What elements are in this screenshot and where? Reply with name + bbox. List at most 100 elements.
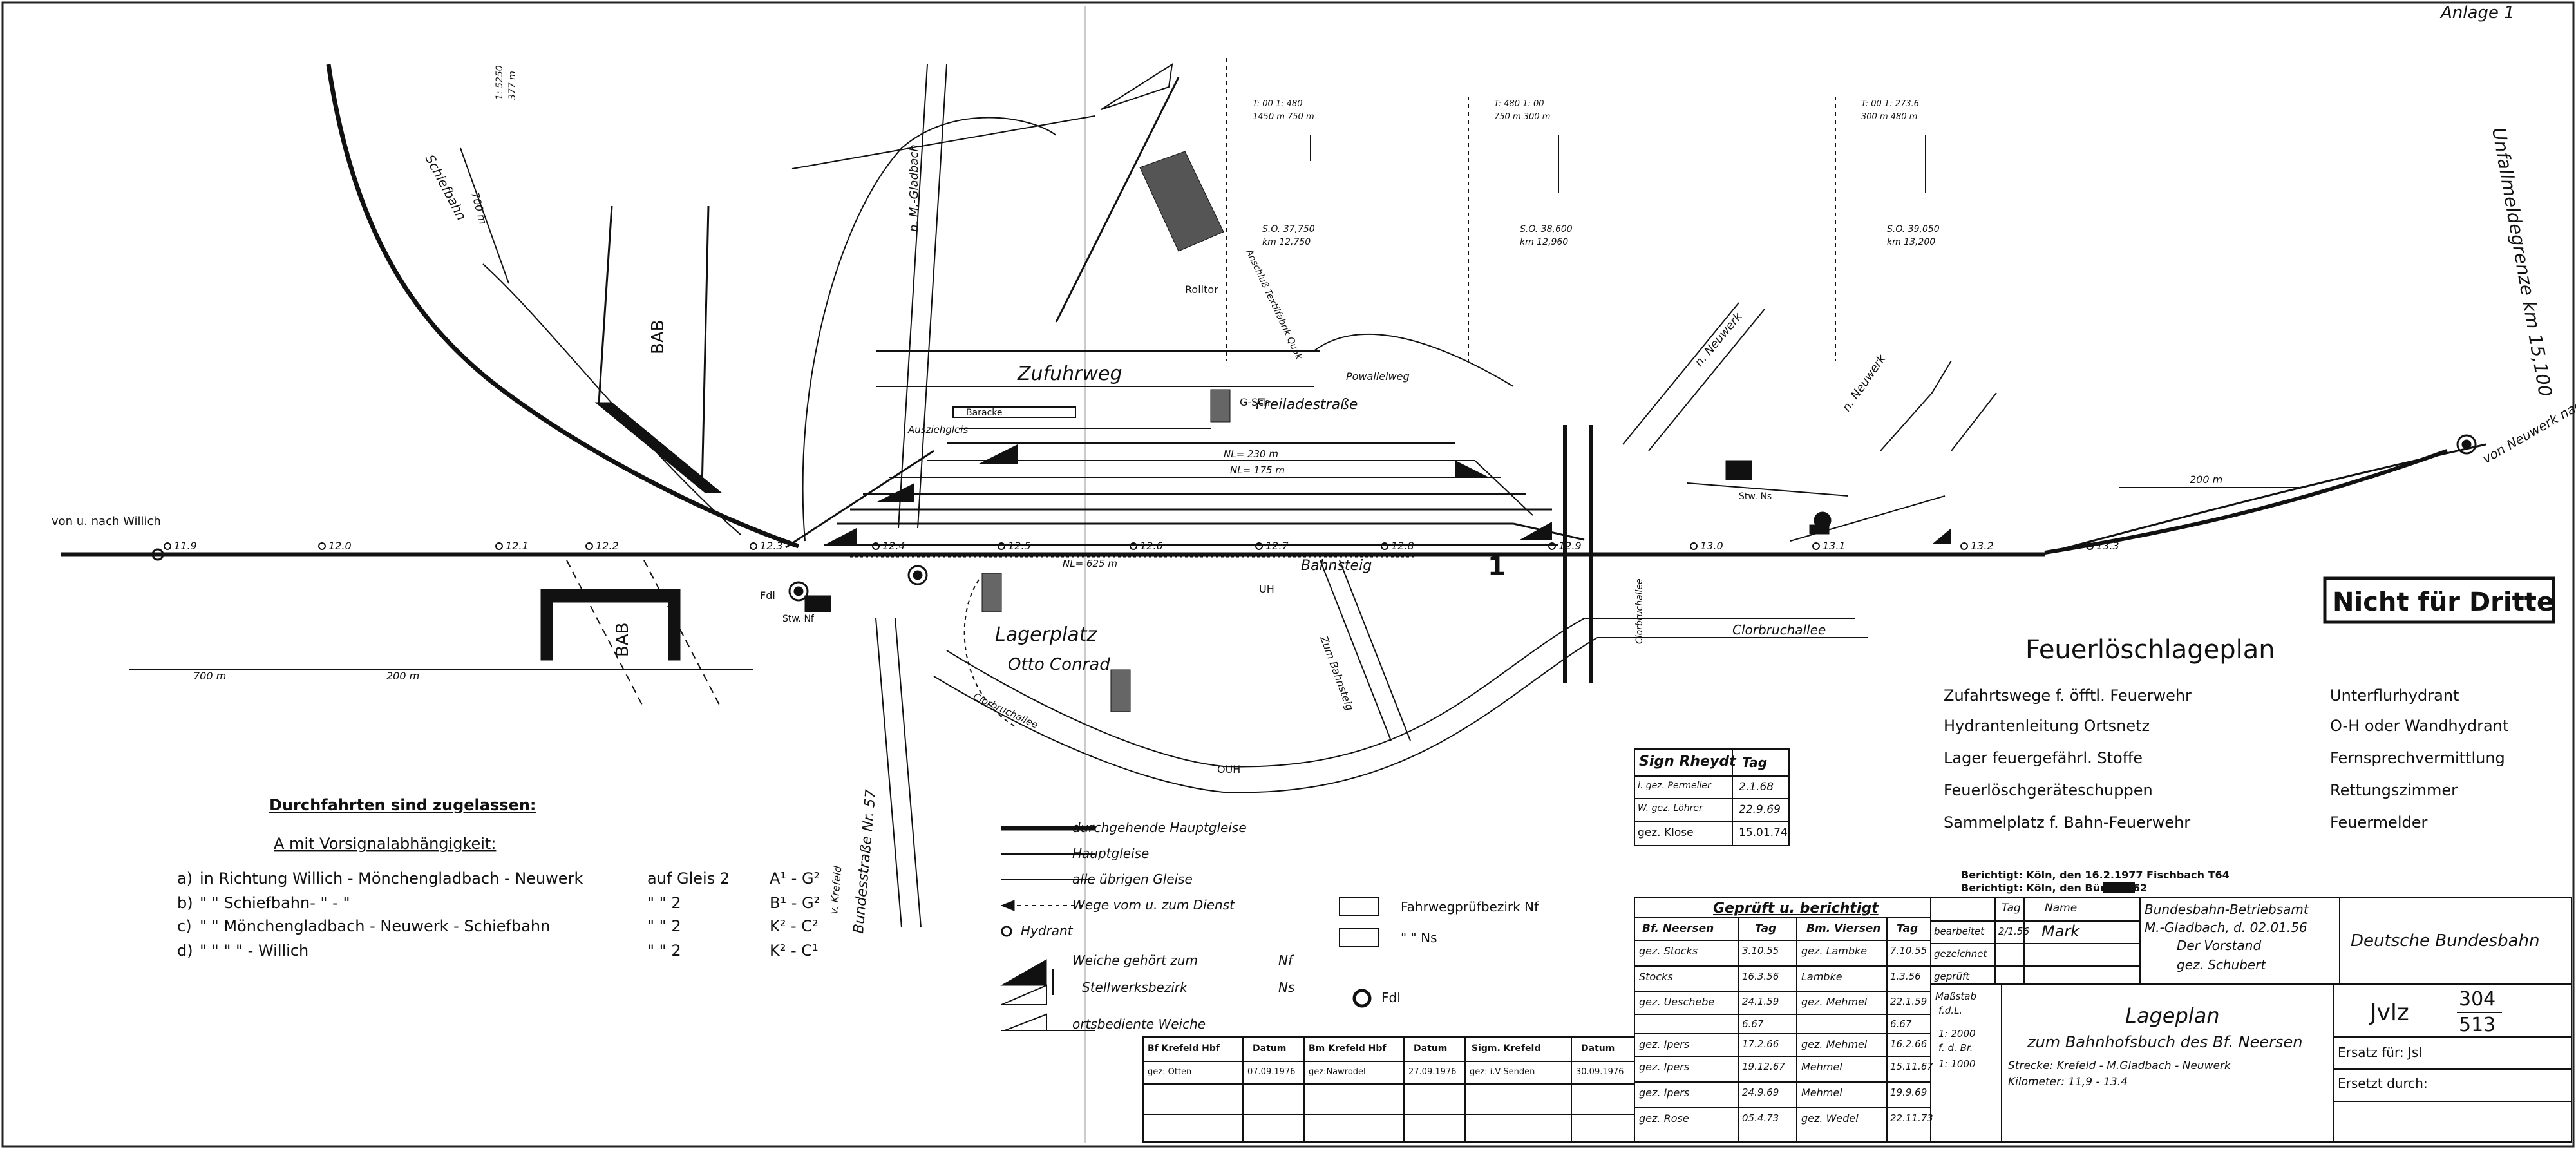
schuppen-building <box>1210 389 1231 423</box>
hydrant-symbol <box>907 565 928 585</box>
durchfahrten-key-d: d) <box>177 942 193 960</box>
check-cell: Mehmel <box>1801 1087 1842 1099</box>
label-grad-1: T: 00 1: 480 <box>1253 99 1303 109</box>
label-dist-200b: 200 m <box>2190 473 2222 486</box>
main-track-group <box>61 64 2486 557</box>
durchfahrten-route-a: A¹ - G² <box>770 869 820 888</box>
sig-header-2: Tag <box>1742 755 1768 770</box>
check-cell: 15.11.67 <box>1890 1061 1933 1072</box>
stamp-box <box>2323 576 2555 624</box>
title-block-grid <box>1142 748 2572 1143</box>
label-otto-conrad: Otto Conrad <box>1008 655 1110 674</box>
check-cell: 6.67 <box>1890 1018 1912 1030</box>
krefeld-header: Sigm. Krefeld <box>1472 1043 1541 1054</box>
check-header: Bf. Neersen <box>1642 922 1714 935</box>
bab-edge-2 <box>701 205 710 490</box>
label-fdl-map: Fdl <box>760 589 775 602</box>
durchfahrten-route-d: K² - C¹ <box>770 942 819 960</box>
check-cell: Mehmel <box>1801 1061 1842 1073</box>
bab-bridges <box>540 205 723 709</box>
legend-fdl-icon <box>1352 989 1372 1008</box>
fire-legend-left-2: Hydrantenleitung Ortsnetz <box>1944 717 2150 735</box>
legend-text-paths: Wege vom u. zum Dienst <box>1072 897 1235 913</box>
check-cell: gez. Lambke <box>1801 945 1868 957</box>
label-neuwerk: n. Neuwerk <box>1692 309 1746 369</box>
legend-box-ns <box>1339 928 1379 947</box>
plan-strecke: Strecke: Krefeld - M.Gladbach - Neuwerk <box>2008 1059 2231 1072</box>
neuwerk-road-3 <box>1880 360 1952 451</box>
stamp-text: Nicht für Dritte <box>2333 587 2554 617</box>
krefeld-header: Datum <box>1581 1043 1615 1054</box>
krefeld-cell: gez:Nawrodel <box>1309 1067 1366 1077</box>
bab-edge-1 <box>598 205 613 403</box>
check-cell: 16.3.56 <box>1742 971 1779 982</box>
check-cell: 05.4.73 <box>1742 1112 1779 1124</box>
sig-cell: 15.01.74 <box>1739 826 1788 839</box>
check-cell: 17.2.66 <box>1742 1038 1779 1050</box>
legend-text-fpb-ns: " " Ns <box>1401 930 1437 945</box>
krefeld-header: Datum <box>1414 1043 1448 1054</box>
legend-wedge-ortsbedient <box>1004 1013 1047 1031</box>
label-zum-bahnsteig: Zum Bahnsteig <box>1318 634 1356 712</box>
bab-dashed-1 <box>566 560 645 709</box>
proc-cell: bearbeitet <box>1934 926 1985 937</box>
label-stw: Stw. Nf <box>782 614 815 624</box>
check-cell: gez. Ipers <box>1639 1087 1690 1099</box>
fire-alarm-dot <box>2461 439 2472 450</box>
plan-title-line: Lageplan <box>2125 1003 2220 1028</box>
label-so-4: km 12,960 <box>1520 237 1568 247</box>
label-grad-4: 750 m 300 m <box>1494 112 1550 122</box>
km-mark-circle <box>164 542 171 550</box>
label-lagerplatz: Lagerplatz <box>995 623 1097 646</box>
jvlz-frame <box>2333 983 2572 1143</box>
label-so-3: S.O. 38,600 <box>1520 224 1573 234</box>
switch-wedge <box>979 444 1018 464</box>
anschluss-track <box>1055 77 1180 323</box>
mgladbach-road-1 <box>898 64 928 529</box>
durchfahrten-text-d: " " " " - Willich <box>200 942 308 960</box>
check-cell: 22.11.73 <box>1890 1112 1933 1124</box>
label-schuppen: G-Sch. <box>1240 396 1273 408</box>
legend-text-haupt: Hauptgleise <box>1072 846 1149 861</box>
proc-cell: 2/1.56 <box>1998 926 2029 937</box>
proc-cell: gezeichnet <box>1934 948 1987 960</box>
switch-wedge <box>1932 528 1951 544</box>
fire-legend-left-1: Zufahrtswege f. öfftl. Feuerwehr <box>1944 687 2192 705</box>
km-mark-circle <box>585 542 593 550</box>
check-cell: 22.1.59 <box>1890 996 1927 1007</box>
check-header: Bm. Viersen <box>1806 922 1881 935</box>
label-mgladbach: n. M.-Gladbach <box>907 144 921 232</box>
mgladbach-road-2 <box>917 64 947 529</box>
check-cell: gez. Mehmel <box>1801 996 1868 1008</box>
durchfahrten-text-c: " " Mönchengladbach - Neuwerk - Schiefba… <box>200 917 550 935</box>
ersatz-fuer: Ersatz für: Jsl <box>2338 1045 2422 1060</box>
office-line: M.-Gladbach, d. 02.01.56 <box>2145 920 2307 935</box>
label-ausziehgleis: Ausziehgleis <box>907 424 968 435</box>
fdl-symbol <box>788 581 809 602</box>
km-mark-label: 12.3 <box>760 540 783 552</box>
buildings <box>804 62 1830 712</box>
label-krefeld: v. Krefeld <box>828 865 844 915</box>
switch-curve <box>785 450 934 549</box>
switch-wedge <box>824 528 857 545</box>
krefeld-header: Datum <box>1253 1043 1287 1054</box>
siding-e <box>1687 482 1849 497</box>
jvlz-top: 304 <box>2459 988 2496 1011</box>
krefeld-header: Bf Krefeld Hbf <box>1148 1043 1220 1054</box>
label-clorbruchallee-2: Clorbruchallee <box>1732 622 1826 638</box>
km-mark-label: 13.0 <box>1700 540 1723 552</box>
label-bundesstrasse: Bundesstraße Nr. 57 <box>851 789 879 935</box>
symbols <box>151 434 2477 602</box>
plan-title-line: zum Bahnhofsbuch des Bf. Neersen <box>2027 1033 2303 1051</box>
km-mark-circle <box>750 542 757 550</box>
km-mark-label: 13.1 <box>1823 540 1846 552</box>
label-unfallmeldegrenze: Unfallmeldegrenze km 15,100 <box>2488 126 2556 398</box>
jvlz-label: Jvlz <box>2370 1000 2409 1026</box>
sig-cell: i. gez. Permeller <box>1638 781 1711 791</box>
km-mark-label: 13.2 <box>1971 540 1994 552</box>
legend-text-main: durchgehende Hauptgleise <box>1072 820 1247 835</box>
km-mark-circle <box>1960 542 1968 550</box>
krefeld-table-frame <box>1142 1036 1635 1143</box>
sig-cell: 2.1.68 <box>1739 781 1774 793</box>
